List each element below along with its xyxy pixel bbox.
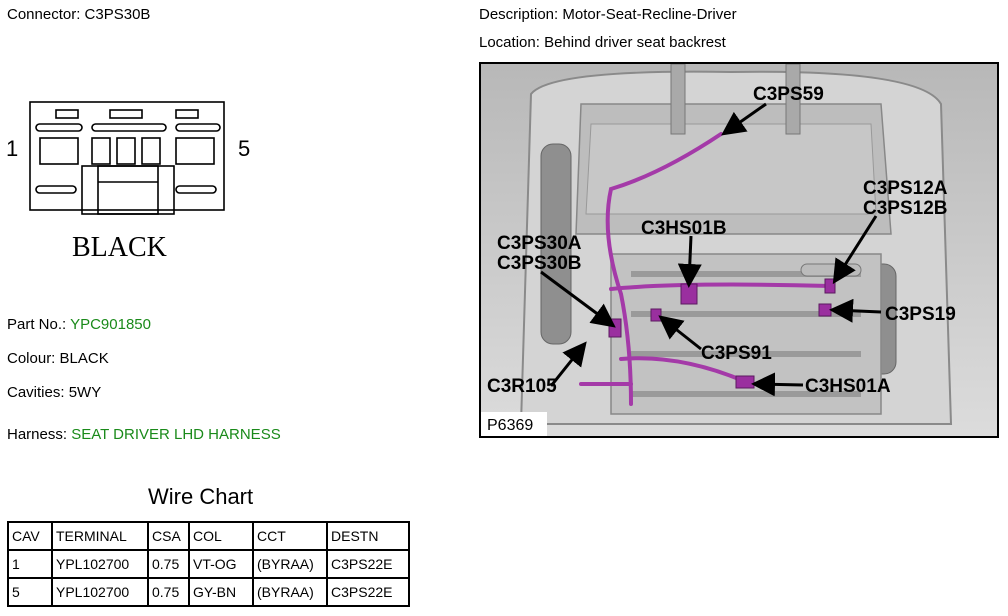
cell-cav: 5 <box>7 577 53 607</box>
cavities-value: 5WY <box>68 384 102 401</box>
colour-label: Colour: <box>7 350 56 367</box>
wire-chart-table: CAV TERMINAL CSA COL CCT DESTN 1 YPL1027… <box>7 521 410 607</box>
connector-key-inner <box>97 165 159 215</box>
header-cav: CAV <box>7 521 53 551</box>
location-photo: C3PS59 C3PS12A C3PS12B C3HS01B C3PS30A C… <box>479 62 999 438</box>
wire-chart-title: Wire Chart <box>148 484 254 509</box>
cell-destn[interactable]: C3PS22E <box>326 549 410 579</box>
callout-c3ps30a: C3PS30A <box>497 233 582 254</box>
header-cct: CCT <box>252 521 328 551</box>
table-header-row: CAV TERMINAL CSA COL CCT DESTN <box>7 521 410 551</box>
callout-c3ps19: C3PS19 <box>885 304 956 325</box>
cell-csa: 0.75 <box>147 549 190 579</box>
callout-c3ps91: C3PS91 <box>701 343 772 364</box>
connector-body <box>29 101 225 211</box>
header-col: COL <box>188 521 254 551</box>
connector-value: C3PS30B <box>84 6 151 23</box>
part-number-line: Part No.: YPC901850 <box>7 316 151 333</box>
connector-cavity <box>116 137 136 165</box>
connector-slot <box>35 123 83 132</box>
header-destn: DESTN <box>326 521 410 551</box>
callout-c3ps12a: C3PS12A <box>863 178 948 199</box>
cell-cct: (BYRAA) <box>252 549 328 579</box>
connector-c3ps19 <box>818 303 832 317</box>
table-row: 1 YPL102700 0.75 VT-OG (BYRAA) C3PS22E <box>7 549 410 579</box>
cavities-line: Cavities: 5WY <box>7 384 101 401</box>
connector-c3hs01b <box>680 283 698 305</box>
header-terminal: TERMINAL <box>51 521 149 551</box>
cell-cct: (BYRAA) <box>252 577 328 607</box>
connector-latch <box>55 109 79 119</box>
cell-terminal[interactable]: YPL102700 <box>51 549 149 579</box>
location-label: Location: <box>479 34 540 51</box>
harness-line: Harness: SEAT DRIVER LHD HARNESS <box>7 426 281 443</box>
connector-slot <box>35 185 77 194</box>
photo-ref: P6369 <box>487 417 533 434</box>
connector-cavity <box>141 137 161 165</box>
connector-cavity <box>91 137 111 165</box>
header-csa: CSA <box>147 521 190 551</box>
pin-right-label: 5 <box>238 136 250 161</box>
location-value: Behind driver seat backrest <box>544 34 726 51</box>
description-label: Description: <box>479 6 559 23</box>
callout-c3r105: C3R105 <box>487 376 557 397</box>
connector-face-diagram: 1 5 BLACK <box>6 101 250 263</box>
table-row: 5 YPL102700 0.75 GY-BN (BYRAA) C3PS22E <box>7 577 410 607</box>
cell-col: VT-OG <box>188 549 254 579</box>
connector-label: Connector: <box>7 6 81 23</box>
callout-c3hs01a: C3HS01A <box>805 376 891 397</box>
connector-cavity-1 <box>39 137 79 165</box>
cell-csa: 0.75 <box>147 577 190 607</box>
connector-slot <box>175 123 221 132</box>
callout-c3hs01b: C3HS01B <box>641 218 727 239</box>
description-value: Motor-Seat-Recline-Driver <box>562 6 737 23</box>
connector-latch <box>109 109 143 119</box>
cell-destn[interactable]: C3PS22E <box>326 577 410 607</box>
description-line: Description: Motor-Seat-Recline-Driver <box>479 6 737 23</box>
cell-col: GY-BN <box>188 577 254 607</box>
part-number-label: Part No.: <box>7 316 67 333</box>
part-number-link[interactable]: YPC901850 <box>70 316 151 333</box>
connector-c3ps30 <box>608 318 622 338</box>
seat-illustration: C3PS59 C3PS12A C3PS12B C3HS01B C3PS30A C… <box>481 64 997 436</box>
cavities-label: Cavities: <box>7 384 65 401</box>
callout-c3ps12b: C3PS12B <box>863 198 948 219</box>
connector-cavity-5 <box>175 137 215 165</box>
connector-line: Connector: C3PS30B <box>7 6 150 23</box>
connector-c3ps12 <box>824 278 836 294</box>
connector-slot <box>91 123 167 132</box>
harness-label: Harness: <box>7 426 68 443</box>
harness-link[interactable]: SEAT DRIVER LHD HARNESS <box>71 426 281 443</box>
connector-c3ps91 <box>650 308 662 322</box>
colour-value: BLACK <box>59 350 109 367</box>
connector-key <box>81 165 175 215</box>
pin-left-label: 1 <box>6 136 18 161</box>
connector-color-label: BLACK <box>72 232 167 263</box>
callout-c3ps59: C3PS59 <box>753 84 824 105</box>
cell-terminal[interactable]: YPL102700 <box>51 577 149 607</box>
location-line: Location: Behind driver seat backrest <box>479 34 726 51</box>
connector-latch <box>175 109 199 119</box>
callout-c3ps30b: C3PS30B <box>497 253 582 274</box>
colour-line: Colour: BLACK <box>7 350 109 367</box>
cell-cav: 1 <box>7 549 53 579</box>
connector-c3hs01a <box>735 375 755 389</box>
connector-slot <box>175 185 217 194</box>
